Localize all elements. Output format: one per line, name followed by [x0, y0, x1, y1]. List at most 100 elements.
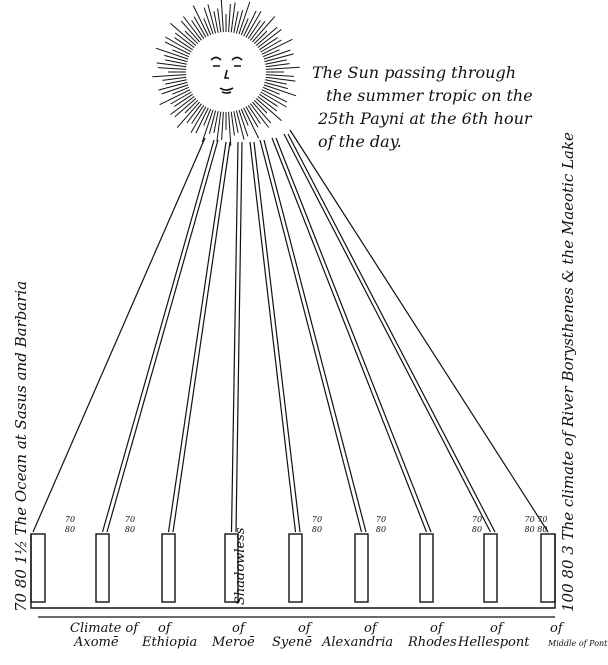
sun-ray [250, 20, 266, 41]
sun-ray [192, 5, 209, 37]
sun-ray [158, 81, 188, 91]
climate-top-label: of [298, 621, 313, 636]
gnomon-post [483, 533, 498, 603]
sun-beam-line [32, 137, 206, 533]
gnomon-value: 80 [472, 525, 482, 534]
gnomon-value: 80 [65, 525, 75, 534]
sun-ray [263, 84, 297, 97]
gnomon-value: 80 [376, 525, 386, 534]
sun-ray [174, 98, 197, 118]
climate-name-label: Ethiopia [141, 635, 197, 650]
climate-top-label: of [430, 621, 445, 636]
sun-ray [184, 30, 199, 45]
sun-ray [230, 2, 236, 33]
sun-ray [191, 20, 205, 39]
sun-ray [265, 74, 294, 77]
sun-ray [170, 91, 192, 105]
gnomon-post [354, 533, 369, 603]
gnomon-post [288, 533, 303, 603]
climate-top-label: of [550, 621, 565, 636]
sun-beam-line [259, 139, 363, 533]
gnomon-post [161, 533, 176, 603]
sun-ray [162, 76, 187, 81]
climate-name-label: Middle of Pontus [547, 639, 608, 648]
sun-ray [213, 11, 219, 33]
sun-ray [156, 62, 187, 68]
sun-ray [221, 111, 224, 140]
sun-ray [165, 79, 187, 85]
gnomon-value: 70 [376, 515, 386, 524]
climate-name-label: Axomē [73, 635, 119, 650]
sun-beam-line [230, 141, 239, 533]
sun-ray [265, 59, 287, 65]
sun-ray [159, 89, 191, 106]
sun-ray [265, 79, 287, 85]
gnomon-value: 80 [125, 525, 135, 534]
sun-ray [255, 98, 282, 122]
sun-ray [161, 84, 189, 95]
gnomon-value: 80 [312, 525, 322, 534]
sun-ray [252, 101, 272, 124]
sun-ray [158, 67, 187, 70]
sun-beam-line [235, 141, 243, 533]
sun-ray [165, 59, 187, 65]
climate-name-label: Hellespont [457, 635, 530, 650]
climate-top-label: of [158, 621, 173, 636]
sun-ray [228, 111, 232, 146]
sun [152, 0, 300, 146]
sun-ray [176, 101, 200, 128]
gnomon-post [30, 533, 46, 603]
sun-beam-line [172, 141, 231, 533]
sun-ray [238, 1, 251, 35]
sun-ray [203, 7, 214, 35]
sun-ray [233, 111, 239, 133]
sun-beam-line [289, 129, 549, 533]
sun-beam-lines [32, 129, 549, 533]
sun-ray [183, 16, 202, 41]
sun-ray [260, 39, 282, 53]
sun-face-icon [210, 56, 243, 94]
sun-ray [264, 81, 288, 90]
sun-ray [257, 29, 282, 48]
sun-ray [265, 63, 290, 68]
sun-ray [235, 110, 245, 140]
sun-ray [255, 26, 278, 46]
sun-beam-line [101, 139, 215, 533]
climate-name-label: Alexandria [321, 635, 393, 650]
gnomon-value: 80 80 [525, 525, 548, 534]
sun-ray [170, 96, 195, 115]
sun-ray [261, 38, 293, 55]
sun-ray [203, 18, 212, 36]
sun-ray [257, 96, 278, 112]
sun-ray [262, 49, 280, 58]
right-side-label: 100 80 3 The climate of River Borysthene… [559, 132, 577, 612]
sun-ray [208, 110, 217, 134]
sun-ray [263, 49, 291, 60]
sun-ray [240, 108, 249, 126]
sun-ray [243, 10, 257, 37]
sun-ray [259, 37, 278, 51]
sun-ray [252, 16, 276, 43]
sun-beam-line [275, 137, 432, 533]
sun-ray [207, 4, 217, 34]
sun-ray [260, 91, 287, 108]
sun-ray [250, 103, 269, 128]
sun-ray [228, 4, 231, 33]
sun-ray [233, 11, 239, 33]
sun-ray [180, 20, 200, 43]
sun-ray [174, 37, 193, 51]
caption-line-4: of the day. [318, 132, 402, 151]
climate-name-label: Meroē [211, 635, 255, 650]
gnomon-post [540, 533, 556, 603]
sun-ray [265, 66, 300, 70]
sun-ray [152, 74, 187, 78]
sun-ray [216, 111, 222, 142]
sun-beam-line [249, 141, 297, 533]
caption-line-3: 25th Payni at the 6th hour [317, 109, 533, 128]
sun-beam-line [263, 139, 367, 533]
climate-top-label: of [490, 621, 505, 636]
sun-ray-burst [152, 0, 300, 146]
gnomon-post [224, 533, 239, 603]
gnomon-posts [30, 533, 556, 603]
